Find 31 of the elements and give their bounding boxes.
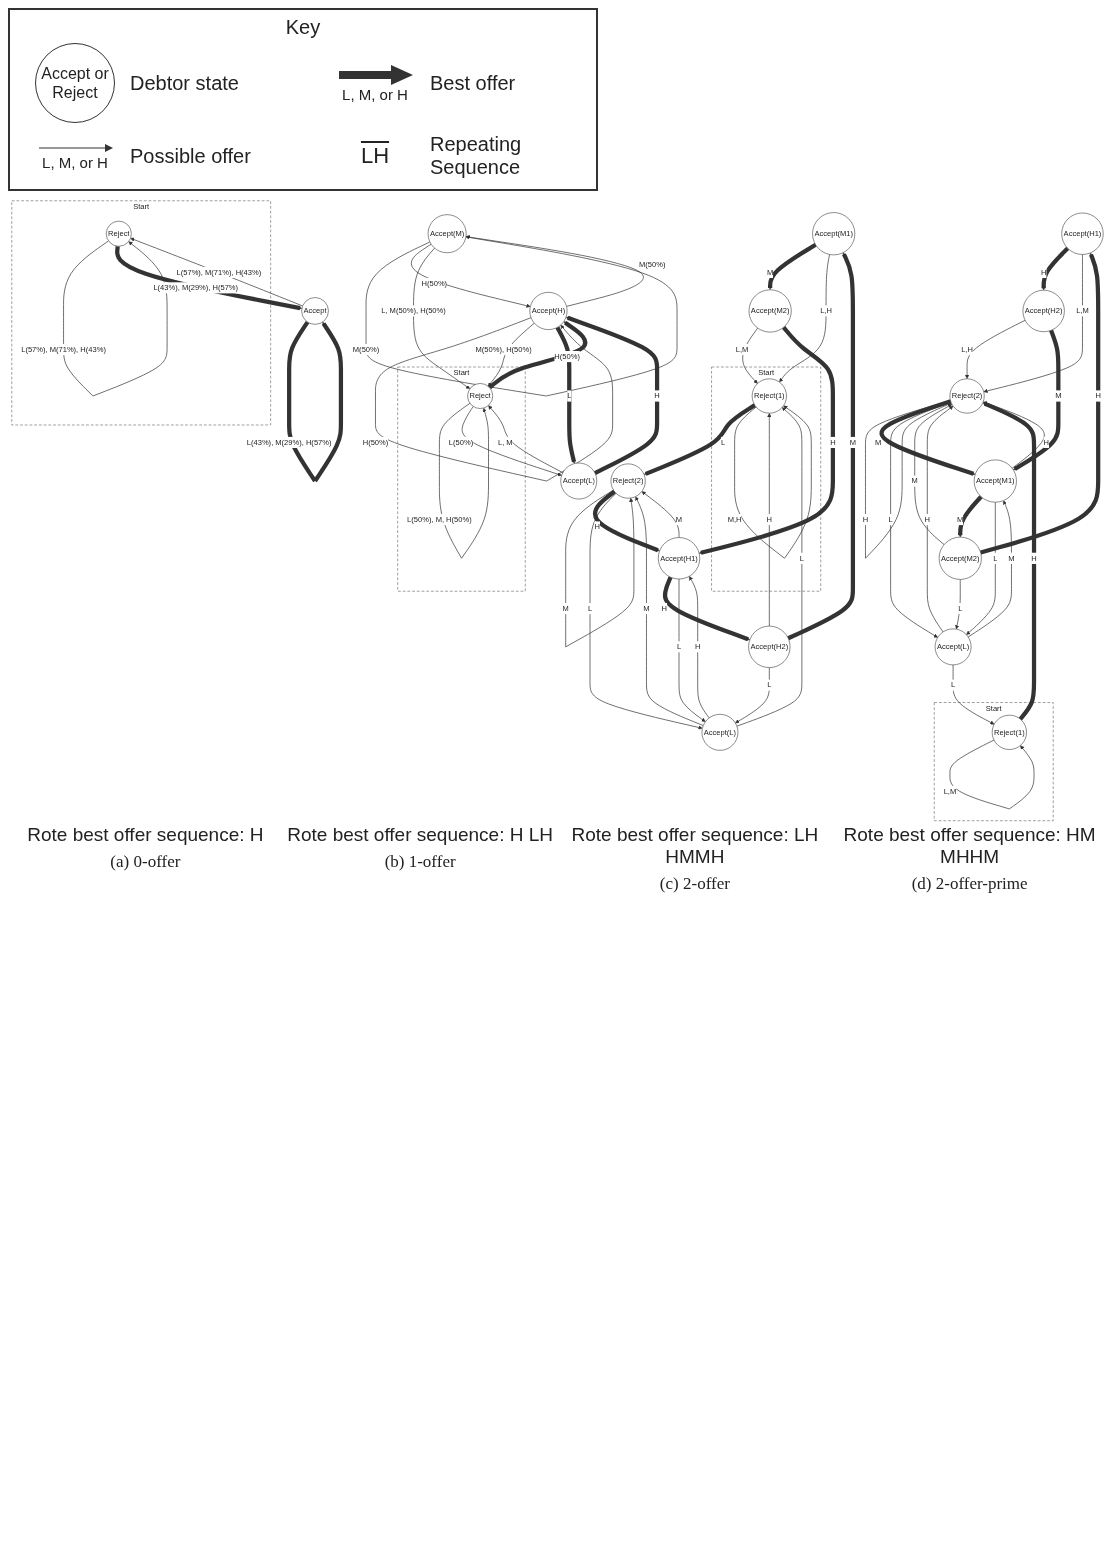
arrow xyxy=(662,576,750,642)
repeating-sequence-sample: LH xyxy=(360,143,390,169)
arrow xyxy=(982,401,1037,721)
panel-caption: (b) 1-offer xyxy=(383,852,457,873)
legend-text: Possible offer xyxy=(130,144,252,168)
legend-text: Best offer xyxy=(430,71,517,95)
arrow xyxy=(287,320,344,483)
arrow xyxy=(1041,246,1070,291)
arrow xyxy=(555,326,577,464)
offer-label: L, M, or H xyxy=(42,153,108,171)
arrow xyxy=(787,252,855,641)
panel-caption: (d) 2-offer-prime xyxy=(910,874,1029,895)
key-title: Key xyxy=(284,16,322,39)
arrow xyxy=(565,489,635,648)
sequence-text: Rote best offer sequence: LH HMMH xyxy=(570,824,820,869)
panel-caption: (a) 0-offer xyxy=(109,852,182,873)
offer-label: L, M, or H xyxy=(342,85,408,103)
panel-caption: (c) 2-offer xyxy=(658,874,731,895)
arrow xyxy=(768,242,817,290)
arrow xyxy=(565,315,660,475)
arrow xyxy=(593,489,660,553)
sequence-text: Rote best offer sequence: H xyxy=(26,824,265,847)
arrow xyxy=(115,246,303,311)
sequence-text: Rote best offer sequence: HM MHHM xyxy=(842,824,1097,869)
legend-text: Debtor state xyxy=(130,71,240,95)
arrow xyxy=(958,495,983,538)
arrow xyxy=(1013,329,1061,471)
arrow xyxy=(879,399,976,476)
legend-text: Repeating Sequence xyxy=(430,133,523,179)
arrow xyxy=(643,403,756,476)
sequence-text: Rote best offer sequence: H LH xyxy=(286,824,555,847)
